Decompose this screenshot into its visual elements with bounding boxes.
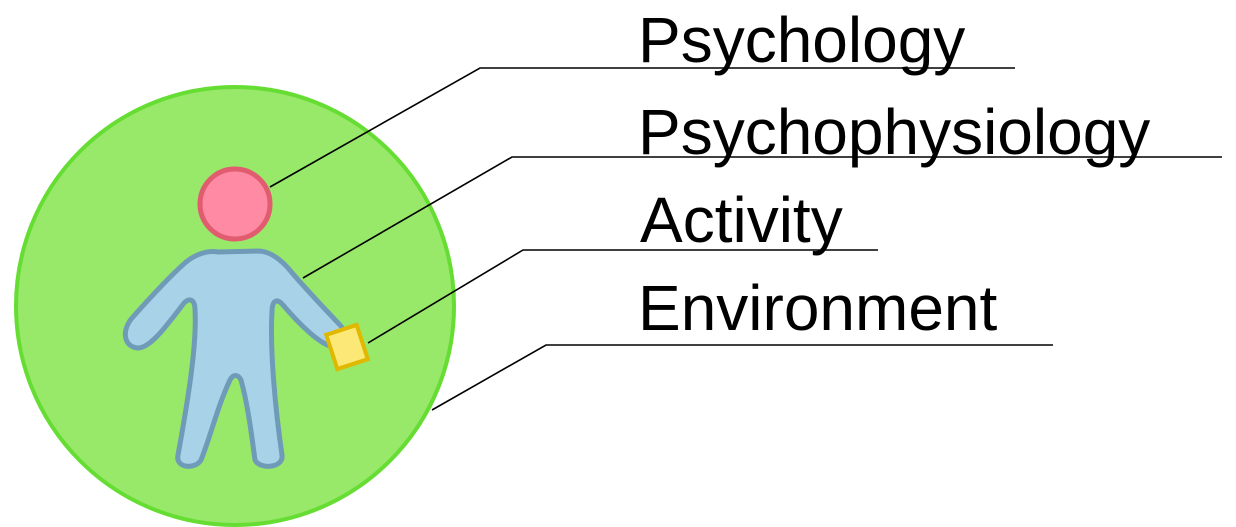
leader-line-psychology — [269, 67, 1015, 188]
label-activity: Activity — [640, 184, 843, 256]
leader-line-environment — [431, 344, 1053, 411]
label-environment: Environment — [638, 272, 998, 344]
person-head-icon — [197, 166, 273, 242]
label-psychology: Psychology — [638, 4, 966, 76]
leader-line-psychophysiology — [302, 156, 1222, 279]
label-psychophysiology: Psychophysiology — [638, 96, 1151, 168]
activity-object-icon — [323, 322, 371, 372]
leader-line-activity — [367, 249, 878, 344]
